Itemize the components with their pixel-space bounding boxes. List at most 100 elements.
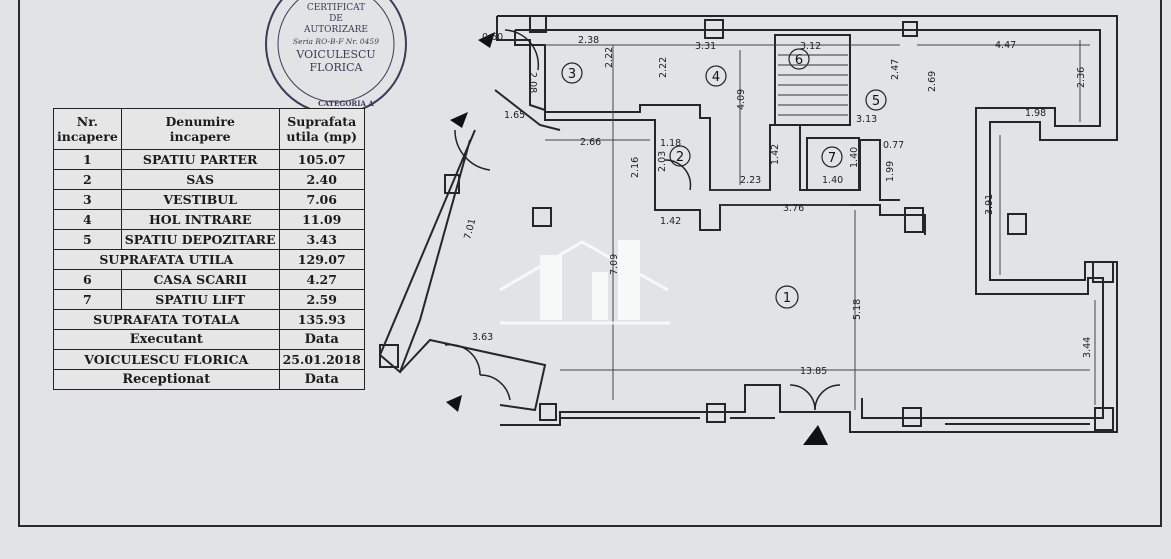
dim-label-vertical: 5.18 [852,299,863,320]
stamp-line: CERTIFICAT [307,3,365,13]
wall-top [497,15,1118,433]
dim-label-vertical: 1.40 [849,147,860,168]
total-area-row: SUPRAFATA TOTALA 135.93 [53,309,365,330]
room-number: 4 [712,70,720,85]
dim-label: 1.98 [1025,108,1046,119]
room-name: SPATIU LIFT [120,289,280,310]
room-name: SPATIU PARTER [120,149,280,170]
dim-label-vertical: 2.16 [630,157,641,178]
room-circle [561,62,583,84]
sheet-frame [18,0,1162,527]
dim-label-vertical: 2.03 [657,151,668,172]
room-number: 5 [872,94,880,109]
room-nr: 3 [53,189,122,210]
dim-label: 2.38 [578,35,599,46]
dim-label: 3.63 [472,332,493,343]
total-area-value: 135.93 [278,309,365,330]
door-arc [444,343,481,376]
total-area-label: SUPRAFATA TOTALA [53,309,280,330]
room-number: 3 [568,67,576,82]
room-number: 1 [783,291,791,306]
dim-label: 0.60 [482,32,503,43]
room-area: 2.59 [278,289,365,310]
dim-label-vertical: 1.99 [885,161,896,182]
executant-date: 25.01.2018 [278,349,365,370]
table-row: 6 CASA SCARII 4.27 [53,269,365,290]
room-name: SAS [120,169,280,190]
date-label: Data [278,329,365,350]
room-name: VESTIBUL [120,189,280,210]
dim-label-vertical: 7.09 [609,254,620,275]
door-arc [454,129,491,171]
room-nr: 1 [53,149,122,170]
dim-label: 3.13 [856,114,877,125]
door-arc [479,374,511,401]
dim-label-vertical: 1.42 [770,144,781,165]
dim-label: 3.76 [783,203,804,214]
stamp-name: VOICULESCU [295,48,375,61]
dim-label-vertical: 2.36 [1076,67,1087,88]
entry-arrow [803,425,828,445]
room-area: 4.27 [278,269,365,290]
door-arc [789,384,816,411]
room-nr: 2 [53,169,122,190]
dim-label: 4.47 [995,40,1016,51]
stamp-line: AUTORIZARE [303,25,368,35]
stamp-ring-text: CATEGORIA A [318,99,374,108]
wall-left-diagonal [378,129,476,374]
table-row: 1 SPATIU PARTER 105.07 [53,149,365,170]
dim-label: 3.31 [695,41,716,52]
room-nr: 5 [53,229,122,250]
room-area: 7.06 [278,189,365,210]
watermark-house-icon [499,240,670,325]
useful-area-row: SUPRAFATA UTILA 129.07 [53,249,365,270]
column [1007,213,1027,235]
authorization-stamp: CERTIFICAT DE AUTORIZARE Seria RO-B-F Nr… [265,0,407,115]
room-circle [821,146,843,168]
header-area: Suprafata utila (mp) [278,108,365,150]
dim-label: 13.85 [800,366,827,377]
useful-area-label: SUPRAFATA UTILA [53,249,280,270]
room-name: HOL INTRARE [120,209,280,230]
executant-row: Executant Data [53,329,365,350]
entry-arrow [446,395,462,412]
receptionat-label: Receptionat [53,369,280,390]
column [704,19,724,39]
useful-area-value: 129.07 [278,249,365,270]
column [1094,407,1114,431]
dim-label-vertical: 2.22 [658,57,669,78]
door-arc [814,384,841,411]
dim-label-vertical: 2.69 [927,71,938,92]
room-number: 2 [676,150,684,165]
dim-label: 1.18 [660,138,681,149]
room-circle [705,65,727,87]
dim-label: 0.77 [883,140,904,151]
stair-box [774,34,851,126]
room-circle [788,48,810,70]
room-name: CASA SCARII [120,269,280,290]
room-nr: 4 [53,209,122,230]
room-number: 7 [828,151,836,166]
table-row: 7 SPATIU LIFT 2.59 [53,289,365,310]
wall-bottom-left [399,338,547,412]
executant-name: VOICULESCU FLORICA [53,349,280,370]
door-arc [504,29,540,71]
room-number: 6 [795,53,803,68]
dim-label-vertical: 3.44 [1082,337,1093,358]
dim-label-vertical: 7.01 [462,217,478,240]
column [706,403,726,423]
column [379,344,399,368]
dim-label-vertical: 4.09 [736,89,747,110]
entry-arrow [450,112,468,128]
table-row: 3 VESTIBUL 7.06 [53,189,365,210]
dim-label: 3.12 [800,41,821,52]
column [902,407,922,427]
entry-arrow [478,32,495,48]
table-row: 4 HOL INTRARE 11.09 [53,209,365,230]
column [529,15,547,33]
door-arc [664,159,692,191]
dim-label: 1.65 [504,110,525,121]
room-name: SPATIU DEPOZITARE [120,229,280,250]
column [444,174,460,194]
